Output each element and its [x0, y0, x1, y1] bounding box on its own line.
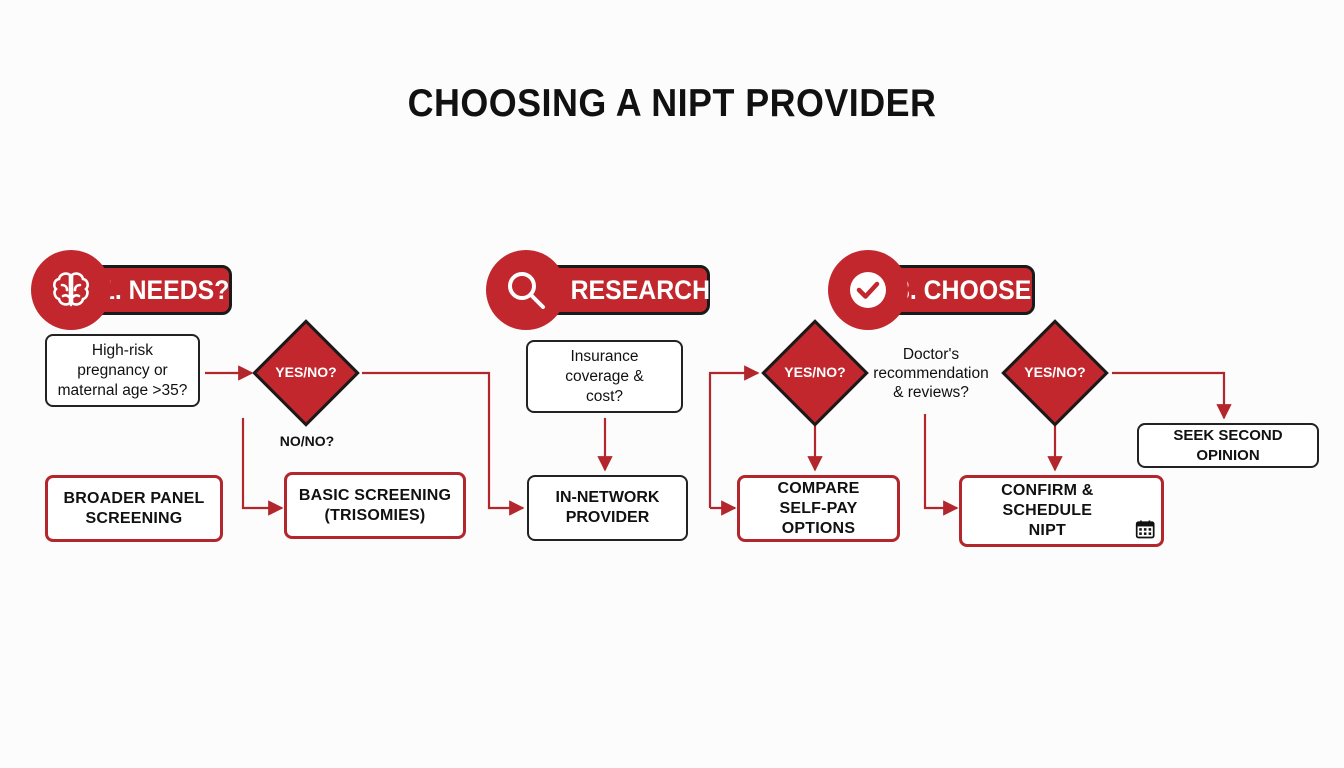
outcome-basic-screening: BASIC SCREENING (TRISOMIES)	[284, 472, 466, 539]
decision-label-1: YES/NO?	[275, 364, 337, 380]
step-2-label: 2. RESEARCH	[543, 274, 711, 305]
step-1-icon-circle	[31, 250, 111, 330]
arrow-doctor-to-confirm	[923, 414, 959, 516]
decision-label-3: YES/NO?	[1024, 364, 1086, 380]
step-1-label: 1. NEEDS?	[101, 274, 230, 305]
calendar-icon	[1135, 520, 1155, 539]
brain-icon	[53, 272, 89, 307]
outcome-broader-panel: BROADER PANEL SCREENING	[45, 475, 223, 542]
outcome-in-network: IN-NETWORK PROVIDER	[527, 475, 688, 541]
step-3-icon-circle	[828, 250, 908, 330]
question-insurance: Insurance coverage & cost?	[526, 340, 683, 413]
arrow-decision3-to-second-opinion	[1112, 371, 1232, 420]
step-2-icon-circle	[486, 250, 566, 330]
outcome-compare-self-pay: COMPARE SELF-PAY OPTIONS	[737, 475, 900, 542]
arrow-to-decision2	[708, 365, 760, 508]
arrow-decision1-to-innetwork	[362, 371, 525, 516]
diagram-title: CHOOSING A NIPT PROVIDER	[407, 82, 937, 125]
magnifier-icon	[508, 272, 545, 309]
question-doctor-recommendation: Doctor's recommendation & reviews?	[873, 346, 989, 401]
decision-label-2: YES/NO?	[784, 364, 846, 380]
arrow-decision1-to-basic	[241, 418, 284, 516]
step-3-label: 3. CHOOSE	[896, 274, 1032, 305]
branch-label-no: NO/NO?	[279, 433, 335, 449]
outcome-confirm-schedule: CONFIRM & SCHEDULE NIPT	[959, 475, 1164, 547]
confirm-schedule-label: CONFIRM & SCHEDULE NIPT	[1001, 482, 1094, 539]
outcome-second-opinion: SEEK SECOND OPINION	[1137, 423, 1319, 468]
checkmark-icon	[850, 272, 886, 308]
question-high-risk: High-risk pregnancy or maternal age >35?	[45, 334, 200, 407]
